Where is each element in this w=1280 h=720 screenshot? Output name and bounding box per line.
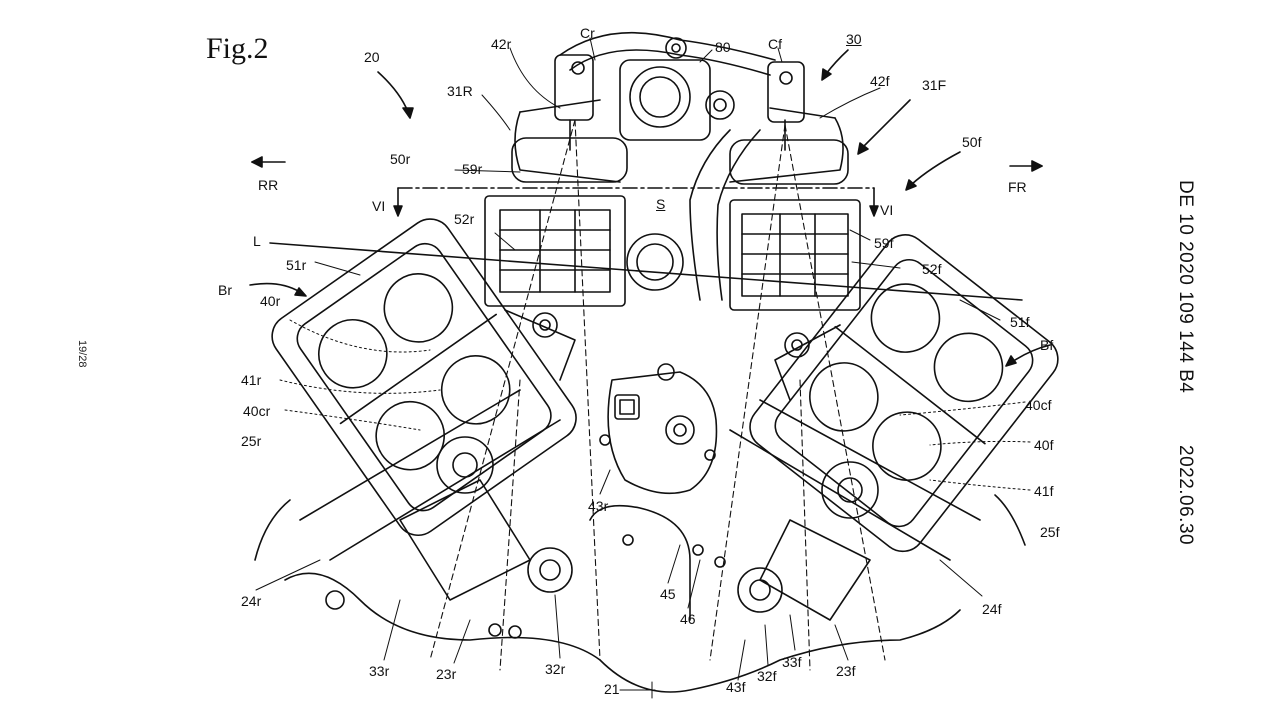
cylinder-axes (429, 119, 886, 671)
intake-assembly (511, 31, 849, 301)
ref-51r: 51r (286, 257, 307, 273)
ref-30: 30 (846, 31, 862, 47)
ref-20: 20 (364, 49, 380, 65)
bottom-leaders (255, 469, 983, 699)
ref-51f: 51f (1010, 314, 1030, 330)
leader-20 (377, 71, 409, 113)
ref-42f: 42f (870, 73, 890, 89)
ref-cr: Cr (580, 25, 595, 41)
ref-25r: 25r (241, 433, 262, 449)
ref-50f: 50f (962, 134, 982, 150)
direction-rear: RR (258, 177, 279, 193)
section-mark-left: VI (372, 198, 386, 214)
ref-31r: 31R (447, 83, 473, 99)
rear-cylinder-head (271, 218, 577, 537)
ref-33r: 33r (369, 663, 390, 679)
central-actuator (599, 363, 718, 495)
top-leaders (314, 37, 1001, 321)
ref-43r: 43r (588, 498, 609, 514)
publication-date: 2022.06.30 (1175, 445, 1196, 546)
ref-40f: 40f (1034, 437, 1054, 453)
ref-42r: 42r (491, 36, 512, 52)
publication-number: DE 10 2020 109 144 B4 (1175, 180, 1196, 394)
crankcase (284, 436, 961, 693)
direction-front: FR (1008, 179, 1027, 195)
ref-32f: 32f (757, 668, 777, 684)
sensor-housing (626, 233, 684, 291)
ref-45: 45 (660, 586, 676, 602)
throttle-body-rear (484, 195, 626, 307)
ref-bf: Bf (1040, 337, 1054, 353)
ref-br: Br (218, 282, 232, 298)
ref-59r: 59r (462, 161, 483, 177)
ref-52r: 52r (454, 211, 475, 227)
ref-40r: 40r (260, 293, 281, 309)
ref-24r: 24r (241, 593, 262, 609)
ref-50r: 50r (390, 151, 411, 167)
ref-43f: 43f (726, 679, 746, 695)
front-arrow (1009, 160, 1043, 172)
page-number: 19/28 (76, 340, 88, 368)
ref-23r: 23r (436, 666, 457, 682)
ref-40cr: 40cr (243, 403, 271, 419)
ref-cf: Cf (768, 36, 782, 52)
leader-lines (279, 319, 1031, 491)
line-l (269, 242, 1023, 301)
front-cylinder-head (749, 234, 1059, 553)
rear-arrow (251, 156, 286, 168)
ref-33f: 33f (782, 654, 802, 670)
section-mark-right: VI (880, 202, 894, 218)
ref-23f: 23f (836, 663, 856, 679)
ref-24f: 24f (982, 601, 1002, 617)
ref-31f: 31F (922, 77, 947, 93)
ref-41r: 41r (241, 372, 262, 388)
ref-s: S (656, 196, 666, 212)
cylinder-barrels (254, 389, 1026, 561)
ref-21: 21 (604, 681, 620, 697)
ref-40cf: 40cf (1025, 397, 1052, 413)
ref-59f: 59f (874, 235, 894, 251)
figure-title: Fig.2 (206, 32, 269, 65)
ref-32r: 32r (545, 661, 566, 677)
ref-41f: 41f (1034, 483, 1054, 499)
ref-80: 80 (715, 39, 731, 55)
throttle-body-front (729, 199, 861, 311)
ref-l: L (253, 233, 261, 249)
ref-52f: 52f (922, 261, 942, 277)
ref-46: 46 (680, 611, 696, 627)
ref-25f: 25f (1040, 524, 1060, 540)
